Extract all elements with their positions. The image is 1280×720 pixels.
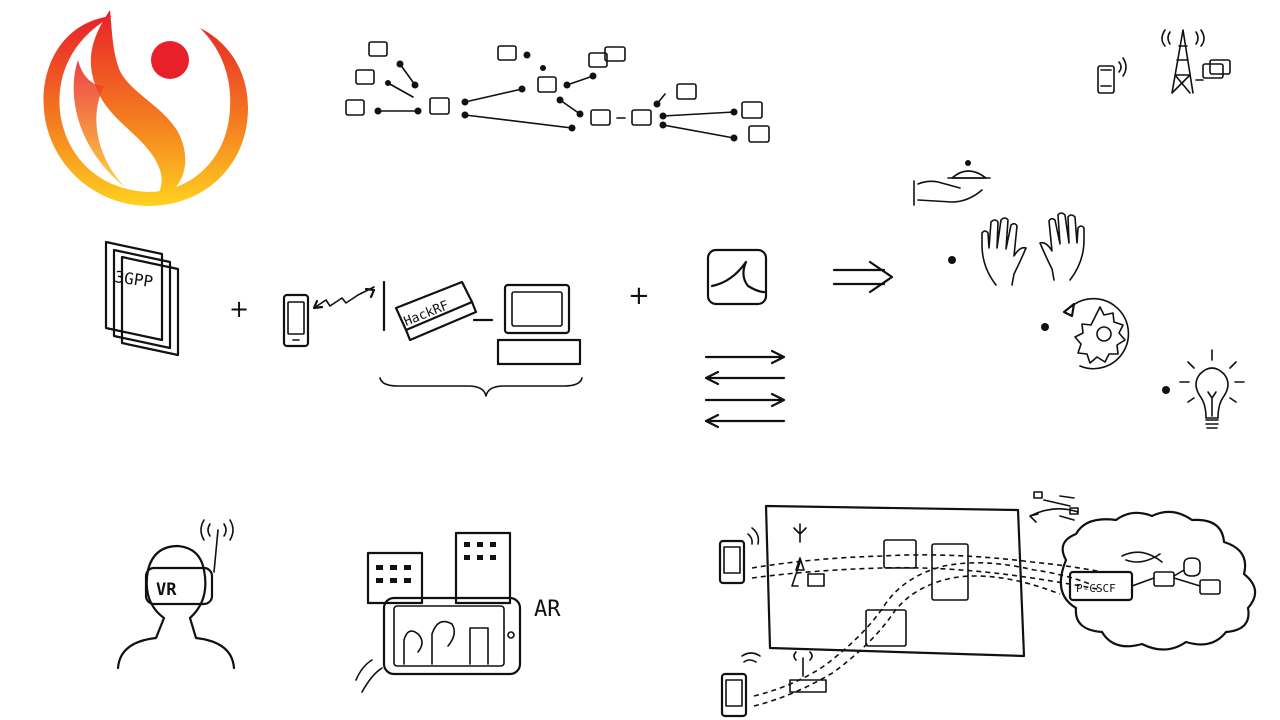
plus-sign: + (628, 281, 650, 311)
ar-label: AR (534, 597, 561, 622)
plus-sign: + (229, 295, 249, 323)
docs-label: 3GPP (113, 267, 154, 291)
implies-arrow (832, 260, 894, 294)
vr-headset-icon: VR (116, 519, 236, 670)
lightbulb-icon (1179, 349, 1245, 429)
gear-cycle-icon (1062, 297, 1130, 370)
mobile-phone-icon (1097, 57, 1127, 94)
mobile-phone-icon (718, 527, 760, 585)
node-graph-icon (345, 41, 770, 143)
cell-tower-icon (1161, 29, 1231, 94)
raised-hands-icon (981, 212, 1085, 286)
vr-label: VR (156, 580, 177, 600)
ims-network-icon: P-CSCF (718, 491, 1257, 718)
bidirectional-arrows-icon (704, 349, 786, 429)
curly-brace (379, 377, 583, 397)
ims-label: P-CSCF (1076, 582, 1116, 595)
flame-ring-logo (43, 10, 248, 206)
document-stack-icon: 3GPP (104, 240, 180, 357)
mobile-phone-icon (720, 652, 761, 718)
sdr-device-icon: HackRF (382, 280, 494, 342)
mobile-phone-icon (282, 286, 376, 348)
shark-fin-app-icon (706, 248, 768, 306)
computer-icon (496, 283, 582, 366)
ar-city-icon: AR (355, 531, 561, 693)
hand-holding-bell-icon (913, 160, 991, 206)
